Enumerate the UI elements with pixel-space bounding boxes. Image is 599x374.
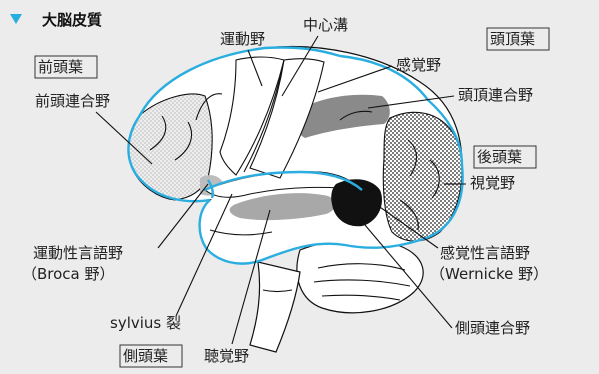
label-temporal-assoc: 側頭連合野 xyxy=(455,319,530,337)
label-motor-area: 運動野 xyxy=(220,30,265,48)
lobe-parietal-label: 頭頂葉 xyxy=(490,30,535,48)
label-sensory-speech-1: 感覚性言語野 xyxy=(440,244,530,262)
label-sensory-area: 感覚野 xyxy=(396,56,441,74)
lobe-occipital-label: 後頭葉 xyxy=(477,148,522,166)
label-motor-speech-2: （Broca 野） xyxy=(22,265,115,283)
cerebellum xyxy=(297,240,423,313)
brainstem xyxy=(250,262,300,352)
label-motor-speech-1: 運動性言語野 xyxy=(33,244,123,262)
label-auditory-area: 聴覚野 xyxy=(204,347,249,365)
label-sylvius: sylvius 裂 xyxy=(110,314,181,332)
label-frontal-assoc: 前頭連合野 xyxy=(35,92,110,110)
title-triangle-icon xyxy=(10,14,22,24)
label-sensory-speech-2: （Wernicke 野） xyxy=(430,265,548,283)
label-central-sulcus: 中心溝 xyxy=(303,16,348,34)
label-visual-area: 視覚野 xyxy=(470,174,515,192)
diagram-title: 大脳皮質 xyxy=(42,11,102,29)
lobe-frontal-label: 前頭葉 xyxy=(38,58,83,76)
lobe-temporal-label: 側頭葉 xyxy=(123,347,168,365)
label-parietal-assoc: 頭頂連合野 xyxy=(458,86,533,104)
